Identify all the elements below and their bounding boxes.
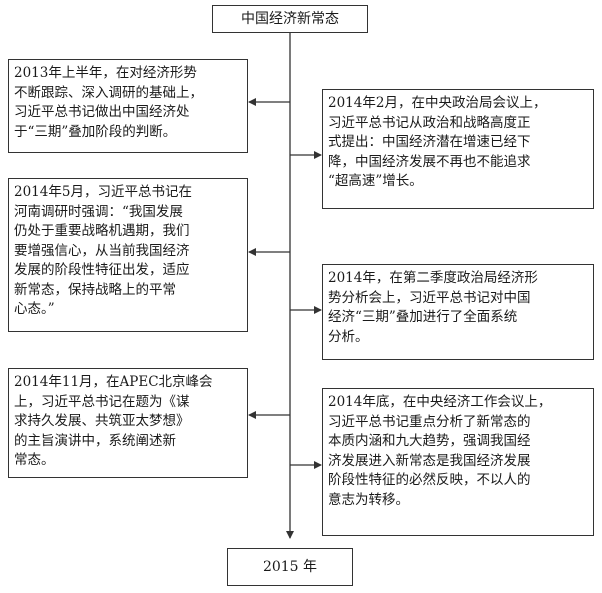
top-node: 中国经济新常态 bbox=[212, 5, 368, 33]
event-box-2014-feb: 2014年2月，在中央政治局会议上， 习近平总书记从政治和战略高度正式提出：中国经… bbox=[322, 89, 594, 209]
event-text: 2014年底，在中央经济工作会议上， 习近平总书记重点分析了新常态的本质内涵和九大… bbox=[328, 393, 588, 510]
event-text-line: 2014年11月，在APEC北京峰会 bbox=[14, 374, 213, 390]
event-text-line: 求持久发展、共筑亚太梦想》 bbox=[14, 413, 190, 429]
event-text: 2014年5月，习近平总书记在河南调研时强调：“我国发展仍处于重要战略机遇期，我… bbox=[14, 183, 242, 320]
event-text-line: 2014年底，在中央经济工作会议上， bbox=[328, 394, 552, 410]
event-text-line: 仍处于重要战略机遇期，我们 bbox=[14, 223, 190, 239]
event-text-line: 的主旨演讲中，系统阐述新 bbox=[14, 432, 176, 449]
event-text-line: 式提出：中国经济潜在增速已经下 bbox=[328, 134, 531, 150]
event-box-2013-h1: 2013年上半年，在对经济形势不断跟踪、深入调研的基础上， 习近平总书记做出中国经… bbox=[8, 59, 248, 153]
event-text-line: 降，中国经济发展不再也不能追求 bbox=[328, 153, 531, 170]
event-text-line: 阶段性特征的必然反映，不以人的 bbox=[328, 472, 531, 488]
event-text-line: 习近平总书记重点分析了新常态的 bbox=[328, 413, 531, 430]
top-node-label: 中国经济新常态 bbox=[241, 11, 339, 27]
event-text-line: 心态。” bbox=[14, 301, 55, 317]
event-text-line: 2014年，在第二季度政治局经济形 bbox=[328, 270, 538, 286]
event-box-2014-end: 2014年底，在中央经济工作会议上， 习近平总书记重点分析了新常态的本质内涵和九大… bbox=[322, 388, 594, 536]
event-text-line: 分析。 bbox=[328, 328, 369, 345]
event-text-line: 势分析会上，习近平总书记对中国 bbox=[328, 289, 531, 306]
event-box-2014-q2: 2014年，在第二季度政治局经济形势分析会上，习近平总书记对中国经济“三期”叠加… bbox=[322, 264, 594, 360]
event-text-line: 不断跟踪、深入调研的基础上， bbox=[14, 84, 203, 101]
event-text-line: 本质内涵和九大趋势，强调我国经 bbox=[328, 433, 531, 449]
event-text-line: 上，习近平总书记在题为《谋 bbox=[14, 393, 190, 410]
event-text: 2014年2月，在中央政治局会议上， 习近平总书记从政治和战略高度正式提出：中国经… bbox=[328, 94, 588, 192]
event-text-line: 2014年2月，在中央政治局会议上， bbox=[328, 95, 547, 111]
event-text-line: 要增强信心，从当前我国经济 bbox=[14, 242, 190, 259]
event-text: 2013年上半年，在对经济形势不断跟踪、深入调研的基础上， 习近平总书记做出中国经… bbox=[14, 64, 242, 142]
event-text-line: 济发展进入新常态是我国经济发展 bbox=[328, 452, 531, 469]
event-box-2014-may: 2014年5月，习近平总书记在河南调研时强调：“我国发展仍处于重要战略机遇期，我… bbox=[8, 178, 248, 332]
event-text-line: 2014年5月，习近平总书记在 bbox=[14, 184, 192, 200]
event-text-line: 河南调研时强调：“我国发展 bbox=[14, 203, 183, 220]
event-text-line: 习近平总书记做出中国经济处 bbox=[14, 104, 190, 120]
event-text-line: 新常态，保持战略上的平常 bbox=[14, 281, 176, 298]
event-text-line: 习近平总书记从政治和战略高度正 bbox=[328, 114, 531, 131]
event-text-line: 发展的阶段性特征出发，适应 bbox=[14, 262, 190, 278]
event-text: 2014年11月，在APEC北京峰会上，习近平总书记在题为《谋求持久发展、共筑亚… bbox=[14, 373, 242, 471]
event-box-2014-nov: 2014年11月，在APEC北京峰会上，习近平总书记在题为《谋求持久发展、共筑亚… bbox=[8, 368, 248, 478]
bottom-node-label: 2015 年 bbox=[262, 559, 318, 575]
event-text-line: 意志为转移。 bbox=[328, 491, 409, 508]
event-text-line: 于“三期”叠加阶段的判断。 bbox=[14, 123, 177, 140]
event-text-line: 经济“三期”叠加进行了全面系统 bbox=[328, 309, 518, 325]
event-text-line: “超高速”增长。 bbox=[328, 173, 423, 189]
event-text: 2014年，在第二季度政治局经济形势分析会上，习近平总书记对中国经济“三期”叠加… bbox=[328, 269, 588, 347]
bottom-node: 2015 年 bbox=[227, 548, 353, 586]
event-text-line: 2013年上半年，在对经济形势 bbox=[14, 65, 197, 81]
event-text-line: 常态。 bbox=[14, 452, 55, 468]
